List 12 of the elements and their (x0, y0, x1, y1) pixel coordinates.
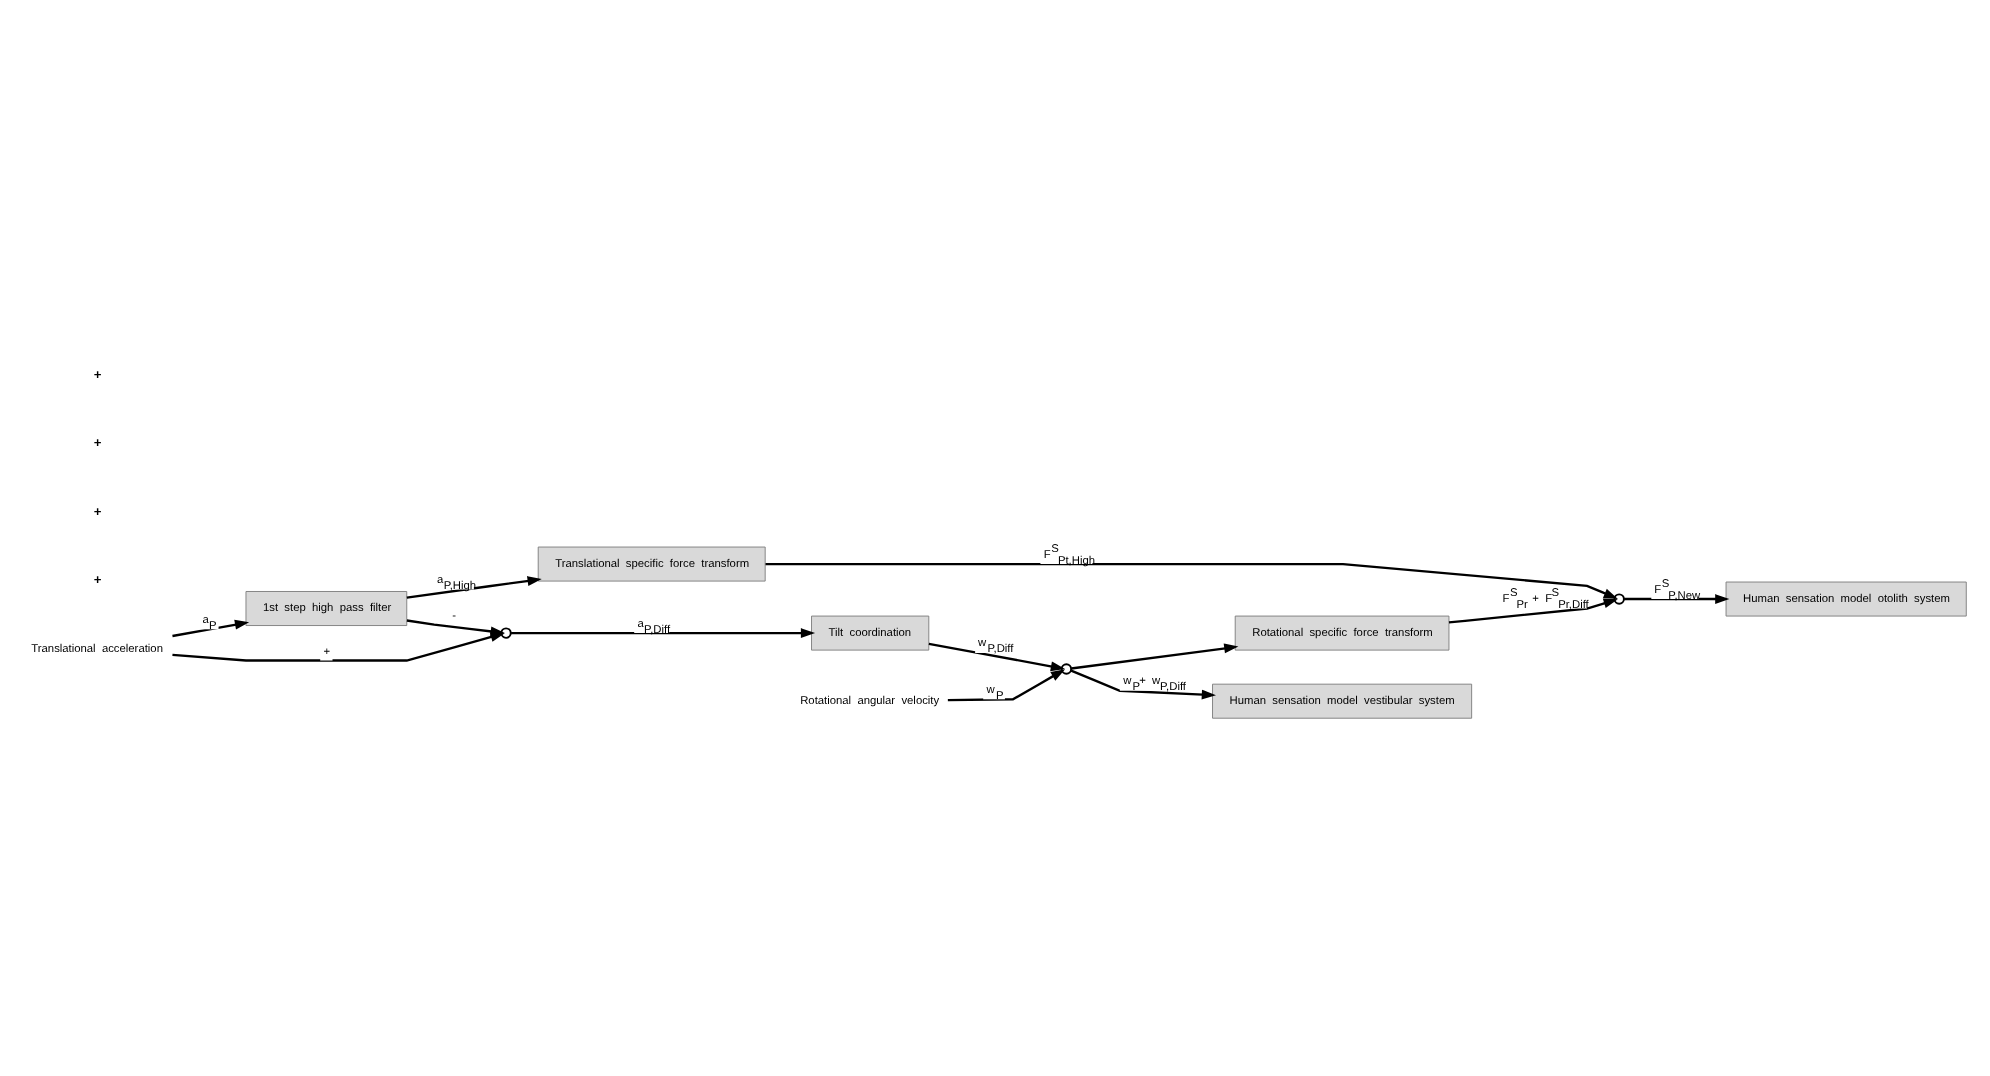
arrow (172, 618, 250, 637)
arrow (1448, 597, 1618, 623)
arrow (765, 561, 1618, 598)
arrow (1624, 593, 1730, 604)
arrow (1071, 642, 1239, 669)
arrow (406, 618, 505, 636)
arrow (406, 575, 542, 598)
node-circle (500, 626, 512, 638)
arrow (511, 627, 816, 638)
node-circle (1060, 662, 1073, 674)
node-circle (1613, 592, 1625, 604)
arrow (928, 641, 1065, 671)
